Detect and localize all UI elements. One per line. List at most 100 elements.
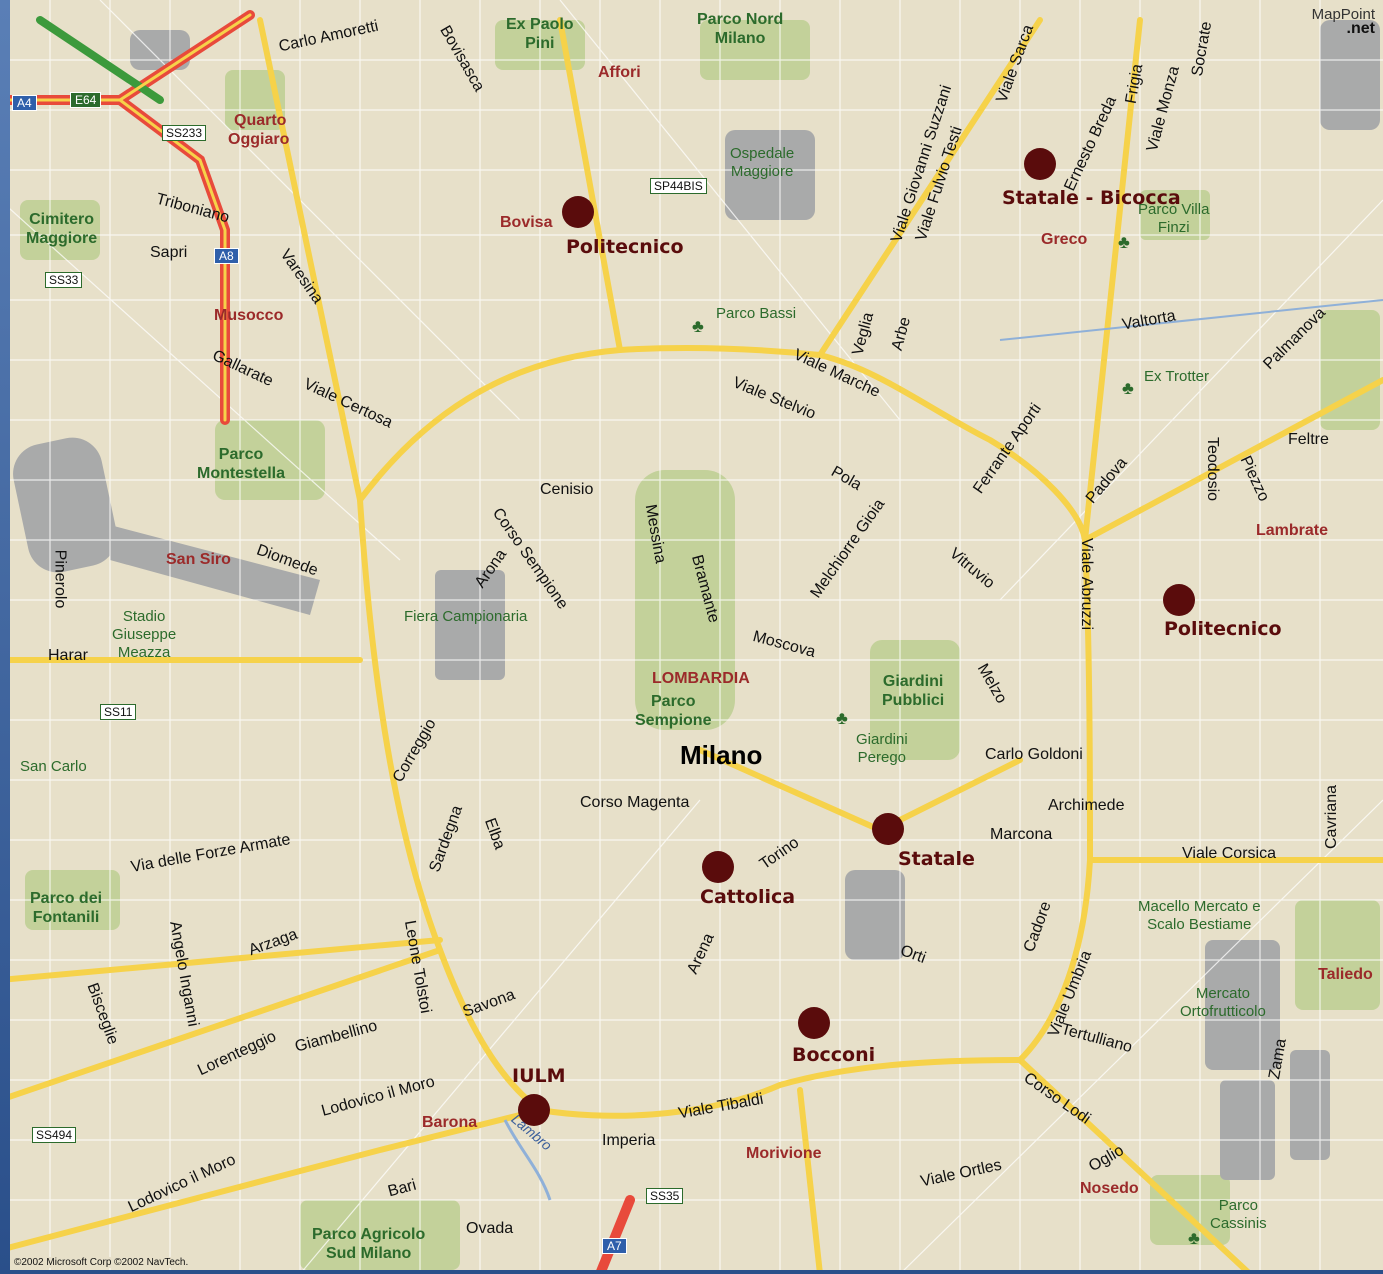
shield-ss33: SS33 (45, 272, 83, 288)
park-cassinis-l2: Cassinis (1210, 1215, 1267, 1232)
park-sempione-l2: Sempione (635, 712, 712, 729)
tree-icon: ♣ (1188, 1228, 1200, 1248)
poi-politecnico-bovisa[interactable] (562, 196, 594, 228)
road-carlo-goldoni: Carlo Goldoni (985, 746, 1083, 763)
brand-line1: MapPoint (1311, 6, 1375, 23)
shield-ss494: SS494 (32, 1127, 77, 1143)
road-imperia: Imperia (602, 1132, 656, 1149)
poi-label-iulm[interactable]: IULM (512, 1065, 566, 1087)
poi-label-statale[interactable]: Statale (898, 848, 975, 870)
district-musocco: Musocco (214, 307, 284, 324)
shield-e64: E64 (70, 92, 102, 108)
city-label: Milano (680, 740, 763, 770)
park-perego-l1: Giardini (856, 731, 908, 748)
place-mercato-l1: Mercato (1195, 985, 1251, 1002)
major-roads (0, 17, 1383, 1274)
tree-icon: ♣ (1122, 378, 1134, 398)
park-montestella-l1: Parco (218, 446, 264, 463)
road-cenisio: Cenisio (540, 481, 594, 498)
park-parco-nord-l1: Parco Nord (697, 11, 784, 28)
poi-statale-bicocca[interactable] (1024, 148, 1056, 180)
road-pinerolo: Pinerolo (51, 549, 69, 609)
road-feltre: Feltre (1288, 431, 1329, 448)
place-macello-l1: Macello Mercato e (1138, 898, 1261, 915)
shield-ss11: SS11 (100, 704, 137, 720)
mappoint-logo: MapPoint .net (1283, 6, 1375, 37)
poi-label-politecnico-bovisa[interactable]: Politecnico (566, 236, 684, 258)
park-sempione-l1: Parco (651, 693, 696, 710)
copyright: ©2002 Microsoft Corp ©2002 NavTech. (12, 1257, 191, 1268)
poi-bocconi[interactable] (798, 1007, 830, 1039)
grey-areas (13, 20, 1380, 1180)
road-viale-corsica: Viale Corsica (1182, 845, 1276, 862)
district-bovisa: Bovisa (500, 214, 553, 231)
district-affori: Affori (598, 64, 641, 81)
canal-line (999, 299, 1383, 341)
poi-label-politecnico-leonardo[interactable]: Politecnico (1164, 618, 1282, 640)
district-barona: Barona (422, 1114, 478, 1131)
park-parco-bassi: Parco Bassi (716, 305, 797, 322)
place-stadio-l2: Giuseppe (112, 626, 177, 643)
road-teodosio: Teodosio (1204, 436, 1222, 502)
road-marcona: Marcona (990, 826, 1053, 843)
place-stadio-l1: Stadio (122, 608, 166, 625)
tree-icon: ♣ (836, 708, 848, 728)
shield-a4: A4 (12, 95, 37, 111)
park-agricolo-l2: Sud Milano (325, 1245, 412, 1262)
park-perego-l2: Perego (857, 749, 907, 766)
shield-sp44bis: SP44BIS (650, 178, 707, 194)
district-oggiaro: Oggiaro (228, 131, 290, 148)
district-lombardia: LOMBARDIA (652, 670, 750, 687)
road-archimede: Archimede (1048, 797, 1125, 814)
shield-a7: A7 (602, 1238, 627, 1254)
district-san-siro: San Siro (166, 551, 231, 568)
tree-icon: ♣ (1118, 232, 1130, 252)
poi-label-cattolica[interactable]: Cattolica (700, 886, 796, 908)
shield-ss233: SS233 (162, 125, 207, 141)
park-ex-paolo-pini-l2: Pini (525, 35, 555, 52)
map-frame-bottom (0, 1270, 1383, 1274)
place-san-carlo: San Carlo (20, 758, 87, 775)
shield-a8: A8 (214, 248, 239, 264)
district-lambrate: Lambrate (1256, 522, 1329, 539)
poi-cattolica[interactable] (702, 851, 734, 883)
poi-label-bocconi[interactable]: Bocconi (792, 1044, 876, 1066)
tree-icon: ♣ (692, 316, 704, 336)
park-ex-paolo-pini-l1: Ex Paolo (506, 16, 574, 33)
park-villa-l1: Parco Villa (1138, 201, 1210, 218)
district-greco: Greco (1041, 231, 1088, 248)
park-giardini-l1: Giardini (882, 673, 944, 690)
park-fontanili-l2: Fontanili (32, 909, 100, 926)
poi-politecnico-leonardo[interactable] (1163, 584, 1195, 616)
poi-iulm[interactable] (518, 1094, 550, 1126)
poi-statale[interactable] (872, 813, 904, 845)
brand-line2: .net (1346, 20, 1375, 37)
poi-label-statale-bicocca[interactable]: Statale - Bicocca (1002, 187, 1181, 209)
place-fiera-campionaria: Fiera Campionaria (404, 608, 528, 625)
road-harar: Harar (48, 647, 89, 664)
place-ospedale-l1: Ospedale (730, 145, 795, 162)
place-ex-trotter: Ex Trotter (1144, 368, 1210, 385)
road-ovada: Ovada (466, 1220, 514, 1237)
district-quarto: Quarto (234, 112, 287, 129)
road-corso-magenta: Corso Magenta (580, 794, 690, 811)
district-taliedo: Taliedo (1318, 966, 1373, 983)
park-giardini-l2: Pubblici (882, 692, 945, 709)
park-cassinis-l1: Parco (1218, 1197, 1258, 1214)
district-nosedo: Nosedo (1080, 1180, 1139, 1197)
